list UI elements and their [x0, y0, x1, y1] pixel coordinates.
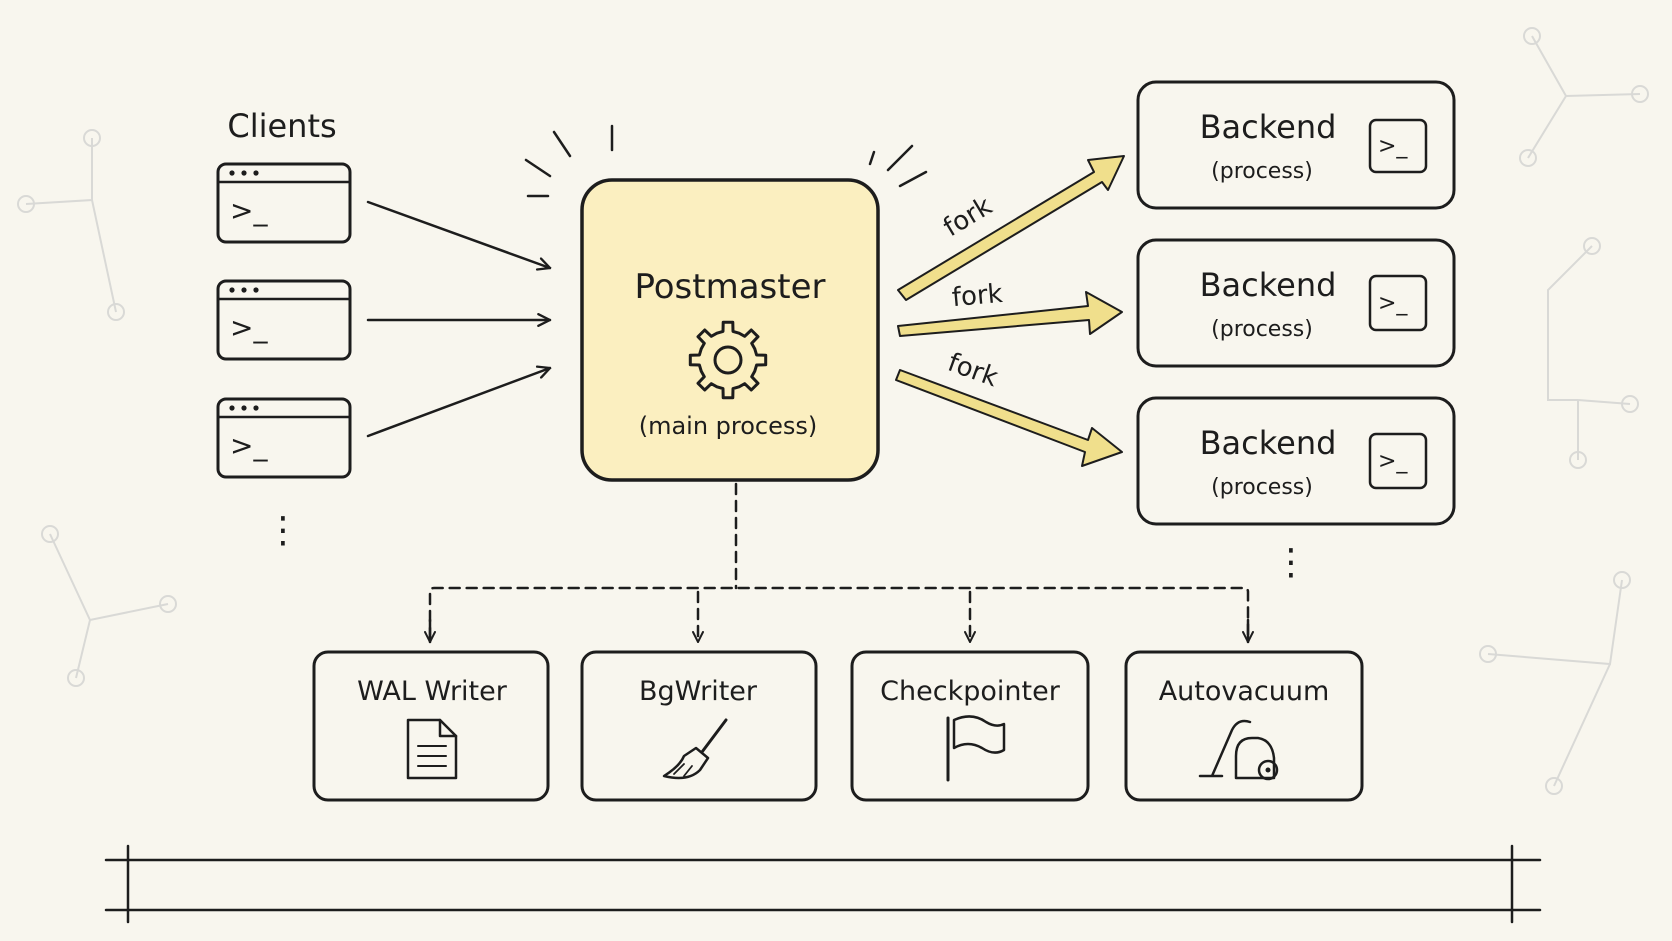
- decorative-network-right-middle: [1547, 237, 1639, 469]
- decorative-network-left-top: [17, 129, 125, 321]
- window-dot-icon: [253, 170, 259, 176]
- worker-title: Checkpointer: [880, 676, 1061, 707]
- terminal-prompt-icon: >_: [230, 311, 268, 344]
- decorative-network-left-bottom: [41, 525, 177, 687]
- worker-box-checkpointer: Checkpointer: [850, 650, 1090, 802]
- worker-connectors: [430, 482, 1248, 644]
- client-arrow: [366, 200, 550, 268]
- postmaster-subtitle: (main process): [639, 412, 818, 440]
- window-dot-icon: [241, 405, 247, 411]
- window-dot-icon: [253, 405, 259, 411]
- client-terminal: >_: [216, 279, 352, 361]
- worker-processes: WAL Writer BgWriter Checkpointer: [312, 650, 1364, 802]
- backend-title: Backend: [1200, 108, 1337, 146]
- window-dot-icon: [241, 287, 247, 293]
- terminal-prompt-icon: >_: [230, 194, 268, 227]
- worker-box-bgwriter: BgWriter: [580, 650, 818, 802]
- fork-arrow-1: fork: [897, 155, 1125, 301]
- backends-group: Backend (process) >_ Backend (process) >…: [1136, 80, 1456, 583]
- postmaster-card: [580, 178, 880, 482]
- window-dot-icon: [229, 405, 235, 411]
- postmaster-title: Postmaster: [634, 267, 825, 307]
- terminal-icon: >_: [1378, 291, 1408, 316]
- worker-box-autovacuum: Autovacuum: [1124, 650, 1364, 802]
- backend-box: Backend (process) >_: [1136, 80, 1456, 210]
- worker-title: Autovacuum: [1159, 676, 1330, 707]
- bottom-rail: [104, 844, 1542, 924]
- fork-label: fork: [951, 279, 1004, 313]
- window-dot-icon: [253, 287, 259, 293]
- decorative-network-right-bottom: [1479, 571, 1631, 795]
- flag-icon: [946, 715, 1006, 782]
- vacuum-cleaner-icon: [1198, 719, 1279, 781]
- backend-title: Backend: [1200, 266, 1337, 304]
- window-dot-icon: [229, 170, 235, 176]
- decorative-network-right-top: [1519, 27, 1649, 167]
- client-terminal: >_: [216, 162, 352, 244]
- backend-box: Backend (process) >_: [1136, 238, 1456, 368]
- fork-arrows: fork fork fork: [895, 155, 1125, 467]
- window-dot-icon: [241, 170, 247, 176]
- backend-subtitle: (process): [1211, 317, 1313, 342]
- worker-title: BgWriter: [639, 676, 758, 707]
- fork-arrow-2: fork: [897, 279, 1123, 337]
- window-dot-icon: [229, 287, 235, 293]
- gear-icon: [688, 320, 768, 400]
- terminal-icon: >_: [1378, 134, 1408, 159]
- backend-subtitle: (process): [1211, 475, 1313, 500]
- worker-title: WAL Writer: [357, 676, 508, 707]
- terminal-icon: >_: [1378, 449, 1408, 474]
- backend-title: Backend: [1200, 424, 1337, 462]
- terminal-prompt-icon: >_: [230, 429, 268, 462]
- more-clients-ellipsis: ⋮: [265, 510, 301, 551]
- backend-subtitle: (process): [1211, 159, 1313, 184]
- client-terminal: >_: [216, 397, 352, 479]
- client-arrow: [366, 368, 550, 438]
- more-backends-ellipsis: ⋮: [1273, 542, 1309, 583]
- emphasis-marks: [524, 124, 928, 198]
- fork-arrow-3: fork: [895, 348, 1123, 467]
- clients-group: Clients >_ >_ >_ ⋮: [216, 107, 352, 551]
- worker-box-wal-writer: WAL Writer: [312, 650, 550, 802]
- clients-title: Clients: [227, 107, 336, 145]
- document-icon: [406, 718, 458, 780]
- postmaster-box: Postmaster (main process): [524, 124, 928, 482]
- client-arrows: [366, 200, 550, 438]
- fork-label: fork: [944, 348, 1002, 394]
- broom-icon: [662, 718, 728, 780]
- backend-box: Backend (process) >_: [1136, 396, 1456, 526]
